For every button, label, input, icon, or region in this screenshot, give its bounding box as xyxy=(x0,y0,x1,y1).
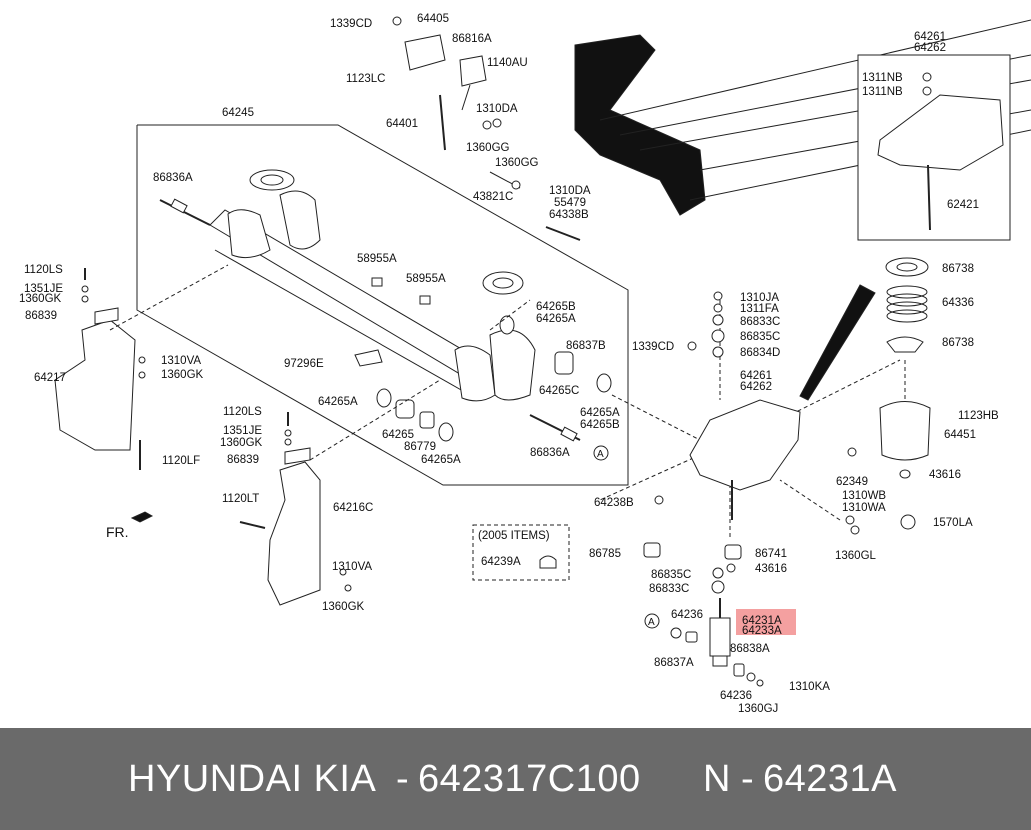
callout-1360GK-a: 1360GK xyxy=(19,293,62,305)
callout-86837B: 86837B xyxy=(566,340,606,352)
callout-58955A-b: 58955A xyxy=(406,273,446,285)
callout-1360GG-a: 1360GG xyxy=(466,142,510,154)
callout-1120LS-a: 1120LS xyxy=(24,264,63,276)
callout-86836A-right: 86836A xyxy=(530,447,570,459)
callout-64245: 64245 xyxy=(222,107,254,119)
callout-1120LT: 1120LT xyxy=(222,493,259,505)
callout-86835C-b: 86835C xyxy=(651,569,691,581)
callout-64233A: 64233A xyxy=(742,625,782,637)
callout-64231A: 64231A xyxy=(742,615,782,627)
callout-1120LF: 1120LF xyxy=(162,455,200,467)
callout-64265B-b: 64265B xyxy=(580,419,620,431)
callout-86833C-a: 86833C xyxy=(740,316,780,328)
callout-1339CD-mid: 1339CD xyxy=(632,341,674,353)
callout-86839-a: 86839 xyxy=(25,310,57,322)
callout-86837A: 86837A xyxy=(654,657,694,669)
callout-86834D: 86834D xyxy=(740,347,780,359)
callout-64265C: 64265C xyxy=(539,385,579,397)
callout-1310WB: 1310WB xyxy=(842,490,886,502)
callout-64262-top: 64262 xyxy=(914,42,946,54)
callout-58955A-a: 58955A xyxy=(357,253,397,265)
callout-1310VA-a: 1310VA xyxy=(161,355,201,367)
direction-label: FR. xyxy=(106,524,129,540)
callout-1310KA: 1310KA xyxy=(789,681,830,693)
line-art xyxy=(54,16,1031,687)
callout-64265B-a: 64265B xyxy=(536,301,576,313)
callout-64236-b: 64236 xyxy=(720,690,752,702)
callout-1311NB-a: 1311NB xyxy=(862,72,903,84)
callout-64336: 64336 xyxy=(942,297,974,309)
callout-62421: 62421 xyxy=(947,199,979,211)
callout-1351JE-b: 1351JE xyxy=(223,425,262,437)
callout-labels: 1339CD 64405 86816A 1140AU 1123LC 64401 … xyxy=(19,13,999,715)
ref-code: 64231A xyxy=(763,757,898,800)
callout-55479: 55479 xyxy=(554,197,586,209)
callout-64262-mid: 64262 xyxy=(740,381,772,393)
callout-43616-b: 43616 xyxy=(755,563,787,575)
callout-1310DA-b: 1310DA xyxy=(549,185,591,197)
callout-64405: 64405 xyxy=(417,13,449,25)
callout-64401: 64401 xyxy=(386,118,418,130)
circle-ref-a-1: A xyxy=(597,449,604,460)
callout-1351JE-a: 1351JE xyxy=(24,283,63,295)
callout-1123LC: 1123LC xyxy=(346,73,385,85)
callout-1339CD-top: 1339CD xyxy=(330,18,372,30)
callout-1311FA: 1311FA xyxy=(740,303,779,315)
callout-43616-a: 43616 xyxy=(929,469,961,481)
brand-separator: - xyxy=(396,757,410,800)
callout-86779: 86779 xyxy=(404,441,436,453)
callout-1123HB: 1123HB xyxy=(958,410,999,422)
callout-1570LA: 1570LA xyxy=(933,517,973,529)
target-highlight xyxy=(736,609,796,635)
callout-86785: 86785 xyxy=(589,548,621,560)
callout-86838A: 86838A xyxy=(730,643,770,655)
brand-name: HYUNDAI KIA xyxy=(128,757,377,800)
callout-64265A-d: 64265A xyxy=(580,407,620,419)
callout-64217: 64217 xyxy=(34,372,66,384)
callout-1360GL: 1360GL xyxy=(835,550,877,562)
items-box-title: (2005 ITEMS) xyxy=(478,530,550,542)
callout-86839-b: 86839 xyxy=(227,454,259,466)
callout-1120LS-b: 1120LS xyxy=(223,406,262,418)
callout-1311NB-b: 1311NB xyxy=(862,86,903,98)
circle-ref-a-2: A xyxy=(648,617,655,628)
callout-1310VA-b: 1310VA xyxy=(332,561,372,573)
callout-64216C: 64216C xyxy=(333,502,373,514)
callout-64265A-a: 64265A xyxy=(536,313,576,325)
callout-86836A-left: 86836A xyxy=(153,172,193,184)
callout-1360GK-d: 1360GK xyxy=(322,601,365,613)
callout-64338B: 64338B xyxy=(549,209,589,221)
callout-1310DA-a: 1310DA xyxy=(476,103,518,115)
callout-64239A: 64239A xyxy=(481,556,521,568)
ref-prefix: N xyxy=(703,757,731,800)
callout-1360GG-b: 1360GG xyxy=(495,157,539,169)
callout-86738-a: 86738 xyxy=(942,263,974,275)
callout-1310WA: 1310WA xyxy=(842,502,886,514)
callout-1310JA: 1310JA xyxy=(740,292,779,304)
callout-1360GK-b: 1360GK xyxy=(161,369,204,381)
callout-64265: 64265 xyxy=(382,429,414,441)
part-footer: HYUNDAI KIA - 642317C100 N - 64231A xyxy=(0,728,1031,830)
callout-86738-b: 86738 xyxy=(942,337,974,349)
callout-64238B: 64238B xyxy=(594,497,634,509)
callout-64265A-b: 64265A xyxy=(318,396,358,408)
callout-86833C-b: 86833C xyxy=(649,583,689,595)
callout-64265A-c: 64265A xyxy=(421,454,461,466)
callout-62349: 62349 xyxy=(836,476,868,488)
callout-64261-mid: 64261 xyxy=(740,370,772,382)
callout-1140AU: 1140AU xyxy=(487,57,528,69)
parts-diagram: 1339CD 64405 86816A 1140AU 1123LC 64401 … xyxy=(19,13,1031,715)
callout-86816A: 86816A xyxy=(452,33,492,45)
callout-64451: 64451 xyxy=(944,429,976,441)
callout-43821C: 43821C xyxy=(473,191,513,203)
callout-64236-a: 64236 xyxy=(671,609,703,621)
part-number: 642317C100 xyxy=(418,757,641,800)
callout-1360GJ: 1360GJ xyxy=(738,703,778,715)
callout-97296E: 97296E xyxy=(284,358,324,370)
callout-86741: 86741 xyxy=(755,548,787,560)
callout-86835C-a: 86835C xyxy=(740,331,780,343)
callout-64261-top: 64261 xyxy=(914,31,946,43)
callout-1360GK-c: 1360GK xyxy=(220,437,263,449)
ref-separator: - xyxy=(741,757,755,800)
